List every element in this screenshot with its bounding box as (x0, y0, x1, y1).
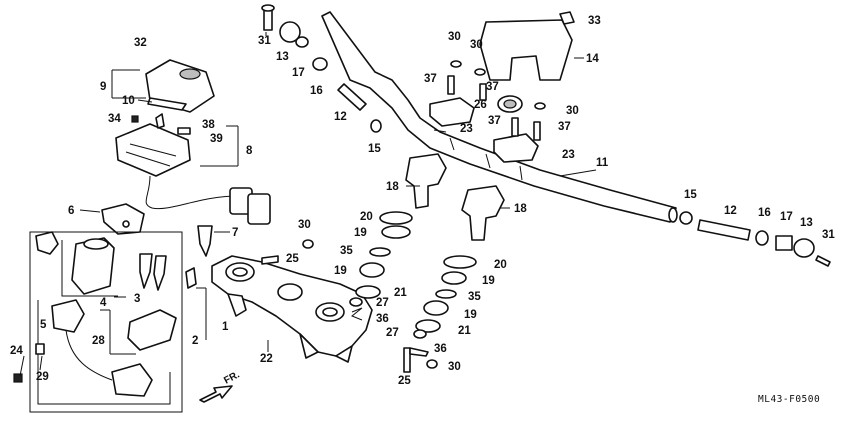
label-7: 7 (232, 227, 238, 239)
label-6: 6 (68, 205, 74, 217)
bolt-25-upper[interactable] (261, 255, 279, 265)
bolt-31-left[interactable] (261, 4, 275, 31)
label-14: 14 (586, 53, 599, 65)
label-20-left: 20 (360, 211, 373, 223)
ignition-cylinder[interactable] (35, 231, 115, 295)
label-18-right: 18 (514, 203, 527, 215)
label-19-d: 19 (464, 309, 477, 321)
label-13-right: 13 (800, 217, 813, 229)
label-30-a: 30 (448, 31, 461, 43)
bar-end-weight-left[interactable] (279, 21, 382, 133)
label-3: 3 (134, 293, 140, 305)
label-21-left: 21 (394, 287, 407, 299)
front-direction-marker: FR. (199, 369, 242, 403)
label-4: 4 (100, 297, 107, 309)
label-30-b: 30 (470, 39, 483, 51)
label-19-b: 19 (334, 265, 347, 277)
label-10: 10 (122, 95, 135, 107)
label-19-c: 19 (482, 275, 495, 287)
bolts-37[interactable] (447, 75, 541, 141)
label-22: 22 (260, 353, 273, 365)
label-15-left: 15 (368, 143, 381, 155)
label-31-left: 31 (258, 35, 271, 47)
label-25-upper: 25 (286, 253, 299, 265)
riser-right[interactable] (461, 185, 505, 241)
label-23-upper: 23 (460, 123, 473, 135)
label-15-right: 15 (684, 189, 697, 201)
label-20-right: 20 (494, 259, 507, 271)
top-bridge[interactable] (211, 255, 373, 363)
label-35-left: 35 (340, 245, 353, 257)
label-37-d: 37 (558, 121, 571, 133)
callout-numbers: 1 2 3 4 5 6 7 8 9 10 11 12 12 13 13 14 1… (10, 15, 835, 387)
label-33: 33 (588, 15, 601, 27)
label-17-right: 17 (780, 211, 793, 223)
handlebar-holder-upper[interactable] (479, 19, 573, 81)
diagram-code: ML43-F0500 (758, 394, 820, 405)
label-5: 5 (40, 319, 47, 331)
switch-unit[interactable] (115, 123, 271, 225)
leader-lines (19, 32, 597, 377)
label-16-right: 16 (758, 207, 771, 219)
label-34: 34 (108, 113, 121, 125)
fork-stack-left[interactable] (349, 211, 413, 321)
handlebar[interactable] (321, 11, 678, 223)
plate-marker[interactable] (185, 267, 197, 289)
label-24: 24 (10, 345, 23, 357)
holder-lower-23a[interactable] (429, 97, 475, 127)
label-27-right: 27 (386, 327, 399, 339)
nuts-30[interactable] (302, 60, 546, 369)
label-37-a: 37 (424, 73, 437, 85)
label-1: 1 (222, 321, 229, 333)
label-21-right: 21 (458, 325, 471, 337)
small-parts-24-29[interactable] (13, 343, 45, 383)
label-37-c: 37 (488, 115, 501, 127)
bracket[interactable] (101, 203, 145, 235)
label-2: 2 (192, 335, 198, 347)
label-31-right: 31 (822, 229, 835, 241)
label-9: 9 (100, 81, 106, 93)
switch-cover[interactable] (145, 59, 215, 113)
riser-left[interactable] (405, 153, 447, 209)
small-parts-38-39[interactable] (131, 113, 191, 135)
label-25-lower: 25 (398, 375, 411, 387)
label-29: 29 (36, 371, 49, 383)
label-12-right: 12 (724, 205, 737, 217)
label-23-lower: 23 (562, 149, 575, 161)
label-35-right: 35 (468, 291, 481, 303)
label-8: 8 (246, 145, 253, 157)
mount-26[interactable] (497, 95, 523, 113)
label-30-e: 30 (448, 361, 461, 373)
label-37-b: 37 (486, 81, 499, 93)
label-27-left: 27 (376, 297, 389, 309)
label-13-left: 13 (276, 51, 289, 63)
label-26: 26 (474, 99, 487, 111)
label-11: 11 (596, 157, 609, 169)
label-39: 39 (210, 133, 223, 145)
bar-end-weight-right[interactable] (679, 211, 831, 267)
label-28: 28 (92, 335, 105, 347)
label-12-left: 12 (334, 111, 347, 123)
keys[interactable] (139, 225, 213, 291)
label-36-left: 36 (376, 313, 389, 325)
label-30-c: 30 (566, 105, 579, 117)
label-16-left: 16 (310, 85, 323, 97)
bolt-33[interactable] (559, 11, 575, 25)
front-label: FR. (222, 369, 242, 386)
label-30-d: 30 (298, 219, 311, 231)
label-19-a: 19 (354, 227, 367, 239)
fork-stack-right[interactable] (403, 255, 477, 373)
label-32: 32 (134, 37, 147, 49)
label-18-left: 18 (386, 181, 399, 193)
label-17-left: 17 (292, 67, 305, 79)
label-36-right: 36 (434, 343, 447, 355)
lock-assembly[interactable] (51, 299, 177, 397)
holder-lower-23b[interactable] (493, 133, 539, 163)
label-38: 38 (202, 119, 215, 131)
